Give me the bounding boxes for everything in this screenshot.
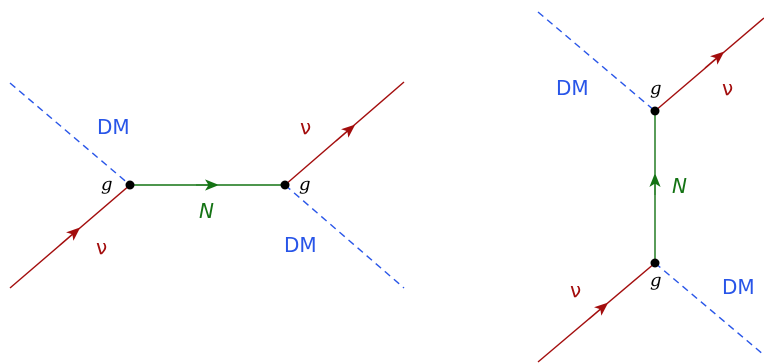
- label-dm-in: DM: [97, 115, 130, 139]
- nu-in-arrow: [588, 302, 609, 320]
- label-vertex-left: g: [101, 174, 113, 195]
- s-channel-diagram: DM ν N ν DM g g: [9, 81, 405, 289]
- label-vertex-top: g: [650, 78, 662, 99]
- label-dm-out: DM: [284, 233, 317, 257]
- label-mediator: N: [672, 174, 687, 198]
- vertex-bottom: [650, 258, 660, 268]
- nu-out-arrow: [704, 51, 725, 69]
- label-vertex-right: g: [299, 174, 311, 195]
- dm-in-line: [537, 11, 656, 112]
- nu-out-arrow: [335, 124, 356, 142]
- vertex-left: [125, 180, 135, 190]
- label-nu-in: ν: [96, 235, 107, 259]
- label-dm-out: DM: [722, 275, 755, 299]
- t-channel-diagram: DM ν N ν DM g g: [537, 11, 764, 363]
- label-nu-out: ν: [300, 115, 311, 139]
- dm-out-line: [284, 184, 405, 289]
- vertex-top: [650, 106, 660, 116]
- vertex-right: [280, 180, 290, 190]
- nu-in-arrow: [59, 227, 81, 246]
- label-vertex-bottom: g: [650, 270, 662, 291]
- label-nu-out: ν: [722, 76, 733, 100]
- dm-in-line: [9, 82, 131, 186]
- label-nu-in: ν: [570, 278, 581, 302]
- label-mediator: N: [199, 199, 214, 223]
- label-dm-in: DM: [556, 76, 589, 100]
